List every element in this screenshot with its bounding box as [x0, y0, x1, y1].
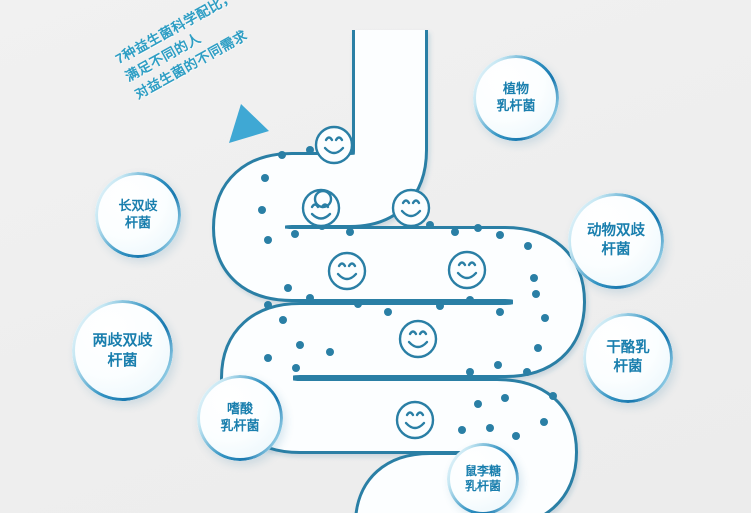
badge-label: 植物 乳杆菌: [496, 81, 536, 113]
badge-acidophilus[interactable]: 嗜酸 乳杆菌: [197, 375, 283, 461]
badge-label: 长双歧 杆菌: [118, 198, 158, 230]
probiotic-smileys: [301, 125, 487, 440]
badge-label: 动物双歧 杆菌: [587, 223, 645, 258]
badge-label: 鼠李糖 乳杆菌: [464, 463, 501, 493]
bacteria-dots: [258, 146, 557, 440]
badge-label: 嗜酸 乳杆菌: [220, 401, 260, 433]
badge-bifidum[interactable]: 两歧双歧 杆菌: [72, 300, 173, 401]
badge-label: 干酪乳 杆菌: [606, 340, 650, 375]
badge-label: 两歧双歧 杆菌: [92, 332, 153, 369]
badge-rhamnosus[interactable]: 鼠李糖 乳杆菌: [447, 443, 519, 513]
badge-casei[interactable]: 干酪乳 杆菌: [583, 313, 673, 403]
badge-plantarum[interactable]: 植物 乳杆菌: [473, 55, 559, 141]
badge-longum[interactable]: 长双歧 杆菌: [95, 172, 181, 258]
direction-arrow: [229, 104, 269, 143]
badge-animalis[interactable]: 动物双歧 杆菌: [568, 193, 664, 289]
